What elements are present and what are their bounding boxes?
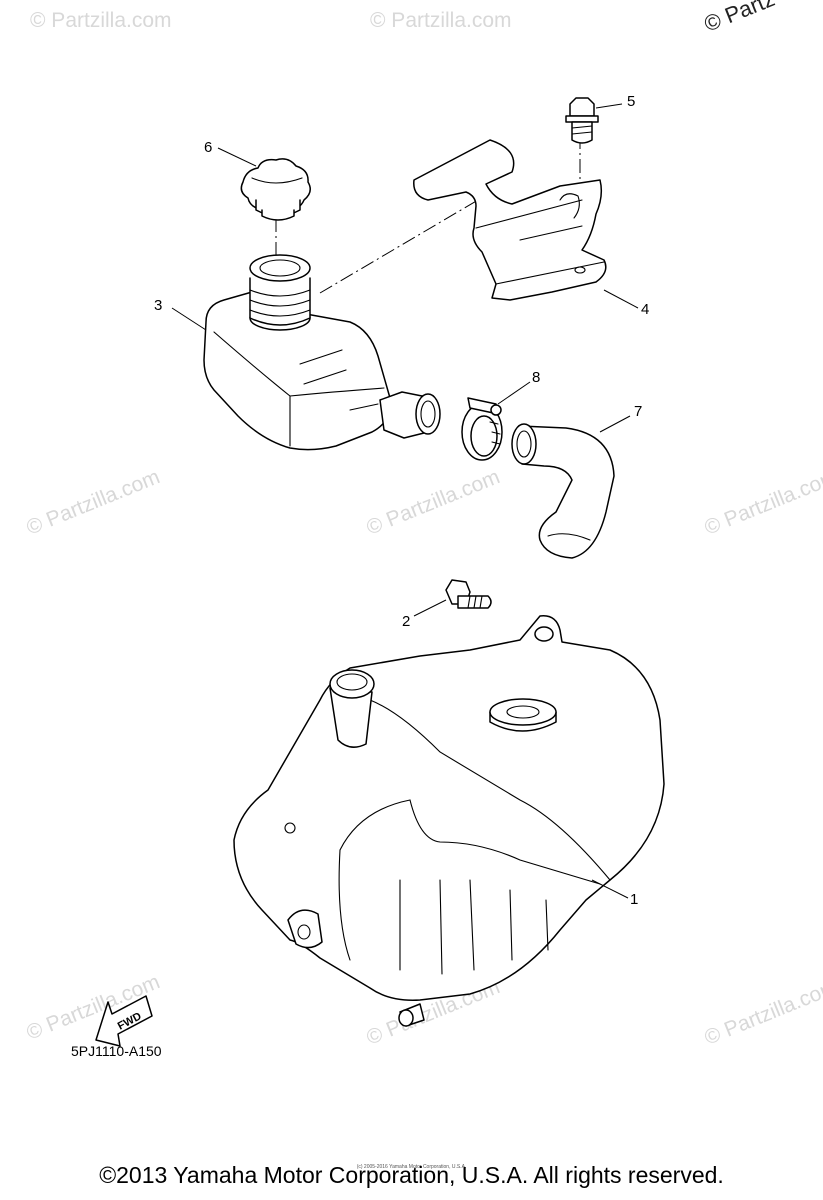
watermark: © Partzilla.com [701,465,823,539]
part-4-bracket[interactable] [413,139,607,301]
callout-labels: 1 2 3 4 5 6 7 8 [154,93,649,908]
watermark: © Partzilla.com [363,465,503,539]
part-5-bolt[interactable] [565,97,599,144]
tiny-notice: (c) 2005-2016 Yamaha Motor Corporation, … [356,1164,467,1170]
part-3-oil-tank[interactable] [203,254,441,451]
part-2-bolt[interactable] [445,579,492,609]
part-8-hose-clamp[interactable] [461,397,503,461]
watermark: © Partzilla.com [370,9,512,32]
callout-7: 7 [634,403,642,420]
copyright-footer: ©2013 Yamaha Motor Corporation, U.S.A. A… [99,1162,724,1188]
callout-1: 1 [630,891,638,908]
watermark: © Partzilla.com [701,975,823,1049]
part-6-filler-cap[interactable] [240,158,311,221]
leader-lines [171,103,639,899]
watermark: © Partzilla.com [30,9,172,32]
callout-6: 6 [204,139,212,156]
watermark: © Partzilla.com [23,465,163,539]
callout-5: 5 [627,93,635,110]
callout-4: 4 [641,301,649,318]
callout-2: 2 [402,613,410,630]
part-7-elbow-hose[interactable] [511,423,615,559]
part-1-main-tank[interactable] [233,615,665,1027]
callout-8: 8 [532,369,540,386]
diagram-code: 5PJ1110-A150 [71,1043,162,1059]
watermark-corner: © Partz [701,0,779,37]
callout-3: 3 [154,297,162,314]
